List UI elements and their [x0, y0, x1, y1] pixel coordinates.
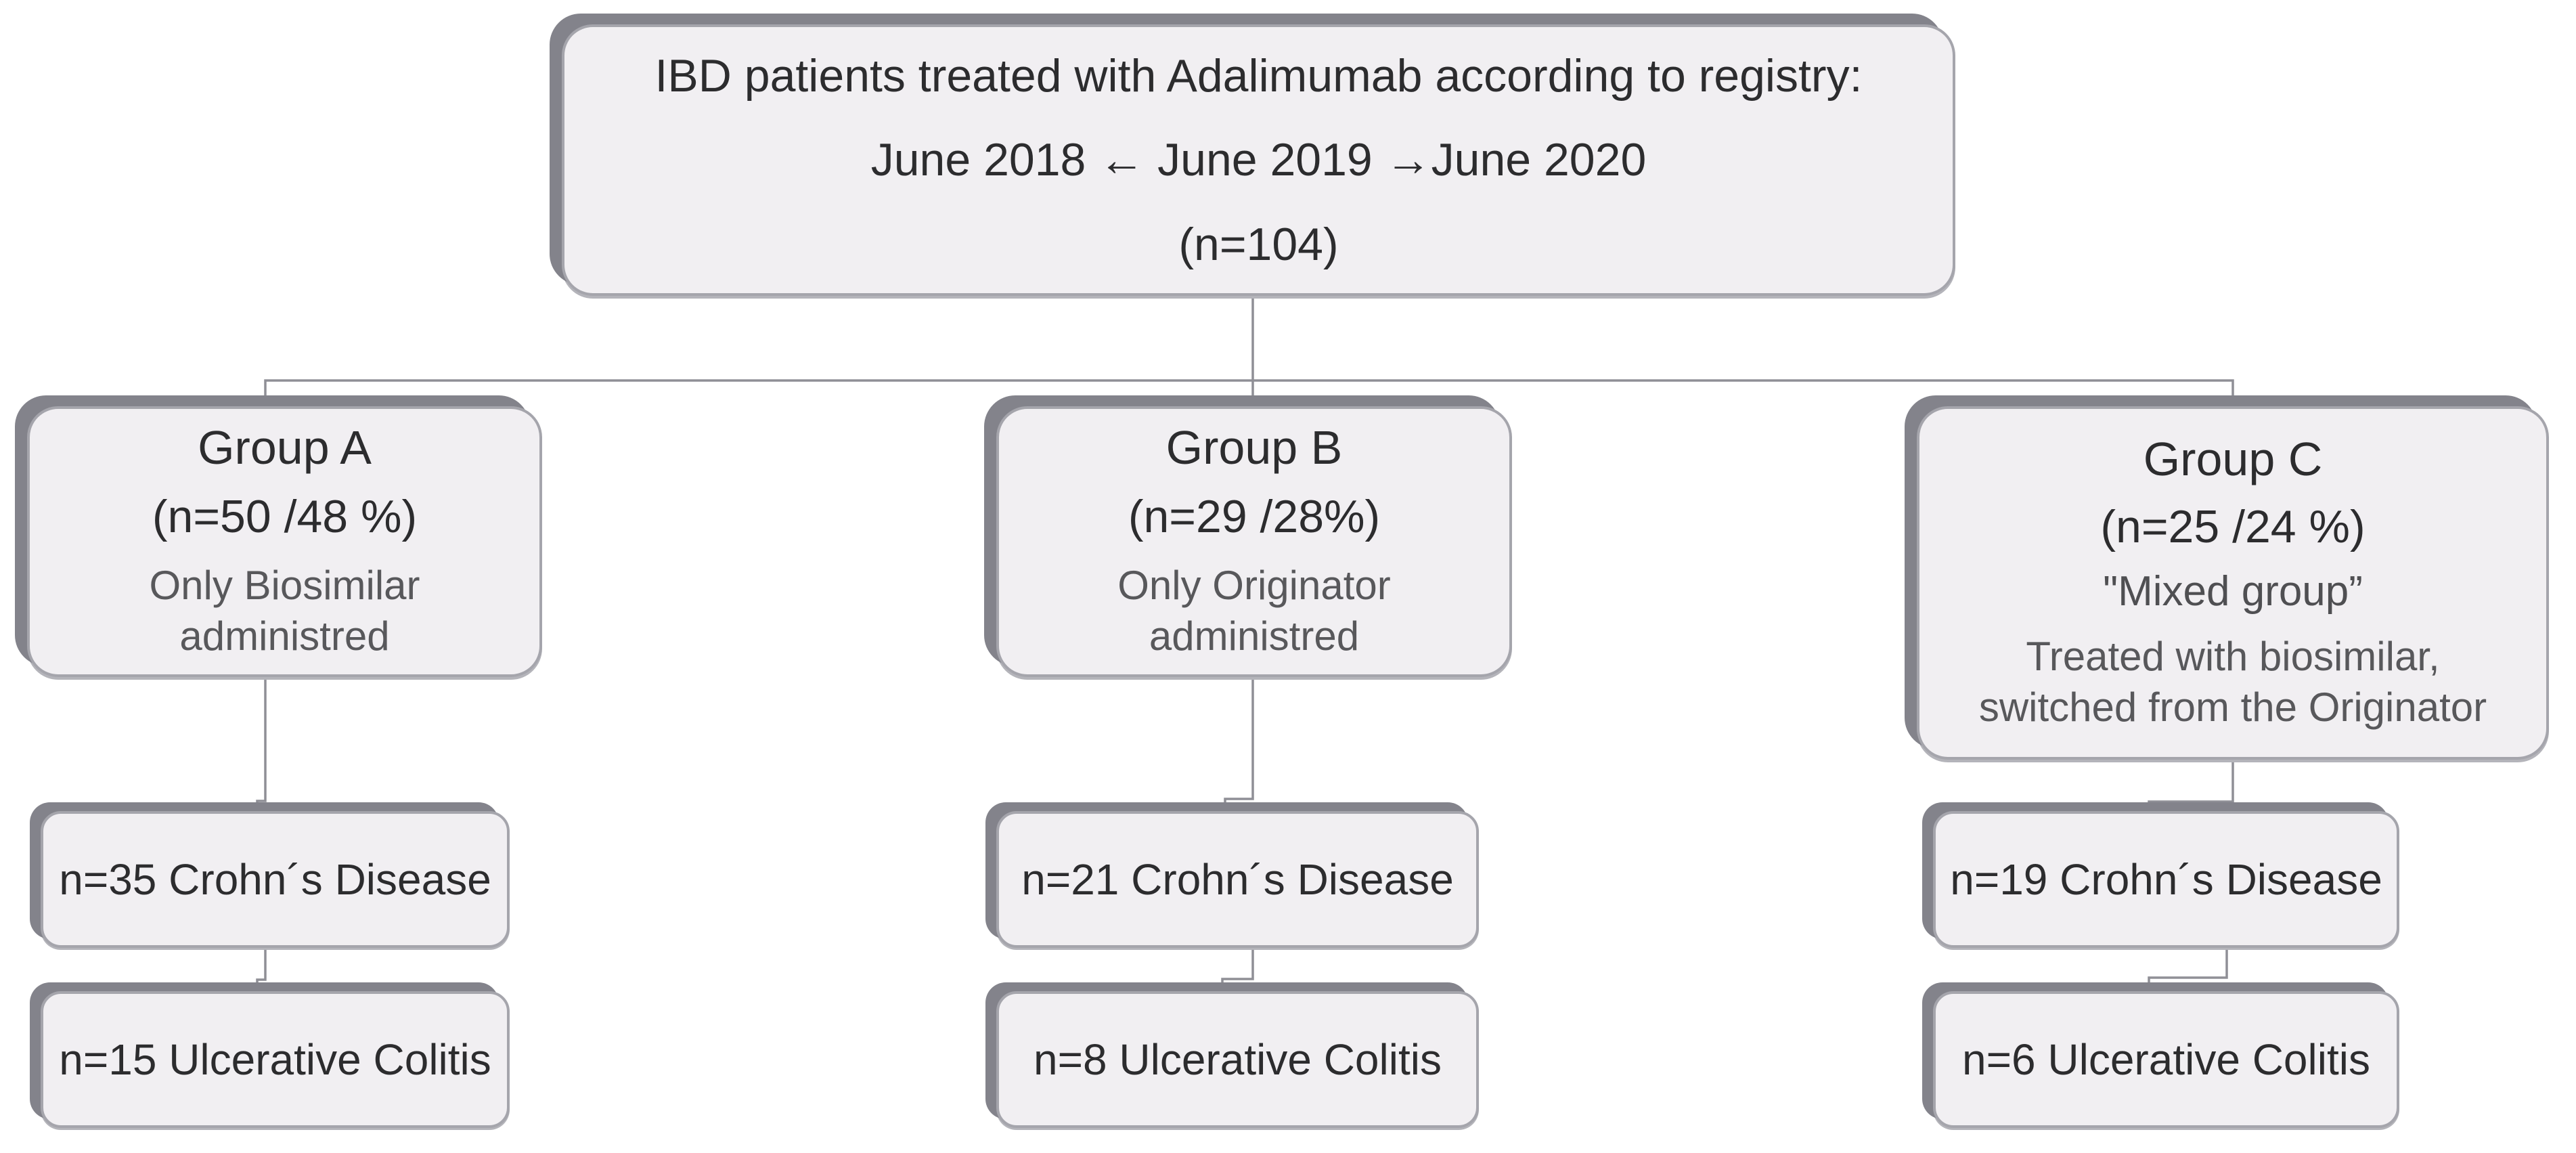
- group-b-box: Group B (n=29 /28%) Only Originator admi…: [996, 406, 1512, 677]
- group-a-colitis-box: n=15 Ulcerative Colitis: [41, 991, 510, 1128]
- group-c-colitis-label: n=6 Ulcerative Colitis: [1962, 1035, 2370, 1084]
- group-b-colitis-box: n=8 Ulcerative Colitis: [996, 991, 1479, 1128]
- group-b-name: Group B: [1165, 421, 1343, 475]
- group-c-description-line1: Treated with biosimilar,: [2026, 633, 2440, 679]
- group-c-crohns-box: n=19 Crohn´s Disease: [1933, 811, 2399, 948]
- connector-group-a-to-crohns: [256, 677, 267, 811]
- root-box: IBD patients treated with Adalimumab acc…: [562, 24, 1955, 296]
- group-b-colitis-label: n=8 Ulcerative Colitis: [1034, 1035, 1442, 1084]
- connector-rail: [264, 379, 2234, 406]
- group-b-crohns-label: n=21 Crohn´s Disease: [1021, 854, 1454, 904]
- group-c-quote: "Mixed group”: [2103, 567, 2363, 615]
- group-b-description-line1: Only Originator: [1117, 562, 1391, 608]
- group-b-count: (n=29 /28%): [1128, 491, 1381, 543]
- group-c-crohns-label: n=19 Crohn´s Disease: [1950, 854, 2382, 904]
- connector-crohns-c-to-colitis: [2148, 948, 2228, 991]
- group-b-crohns-box: n=21 Crohn´s Disease: [996, 811, 1479, 948]
- group-a-count: (n=50 /48 %): [152, 491, 418, 543]
- group-a-colitis-label: n=15 Ulcerative Colitis: [59, 1035, 491, 1084]
- connector-crohns-b-to-colitis: [1221, 948, 1254, 991]
- group-c-count: (n=25 /24 %): [2100, 501, 2366, 552]
- group-a-crohns-box: n=35 Crohn´s Disease: [41, 811, 510, 948]
- group-a-crohns-label: n=35 Crohn´s Disease: [59, 854, 491, 904]
- connector-group-b-to-crohns: [1224, 677, 1254, 811]
- connector-crohns-a-to-colitis: [256, 948, 267, 991]
- group-c-description-line2: switched from the Originator: [1978, 684, 2487, 730]
- root-box-timeline: June 2018 ← June 2019 →June 2020: [870, 134, 1647, 186]
- group-c-name: Group C: [2143, 433, 2323, 485]
- group-c-description: Treated with biosimilar, switched from t…: [1979, 631, 2487, 733]
- group-a-description: Only Biosimilar administred: [149, 560, 420, 661]
- group-a-box: Group A (n=50 /48 %) Only Biosimilar adm…: [27, 406, 542, 677]
- group-c-colitis-box: n=6 Ulcerative Colitis: [1933, 991, 2399, 1128]
- group-b-description-line2: administred: [1149, 613, 1360, 659]
- group-a-description-line2: administred: [179, 613, 390, 659]
- connector-group-c-to-crohns: [2148, 760, 2234, 811]
- group-b-description: Only Originator administred: [1117, 560, 1390, 661]
- root-box-title: IBD patients treated with Adalimumab acc…: [654, 50, 1863, 102]
- group-a-description-line1: Only Biosimilar: [149, 562, 420, 608]
- group-a-name: Group A: [198, 421, 372, 475]
- group-c-box: Group C (n=25 /24 %) "Mixed group” Treat…: [1917, 406, 2549, 760]
- root-box-count: (n=104): [1178, 218, 1339, 270]
